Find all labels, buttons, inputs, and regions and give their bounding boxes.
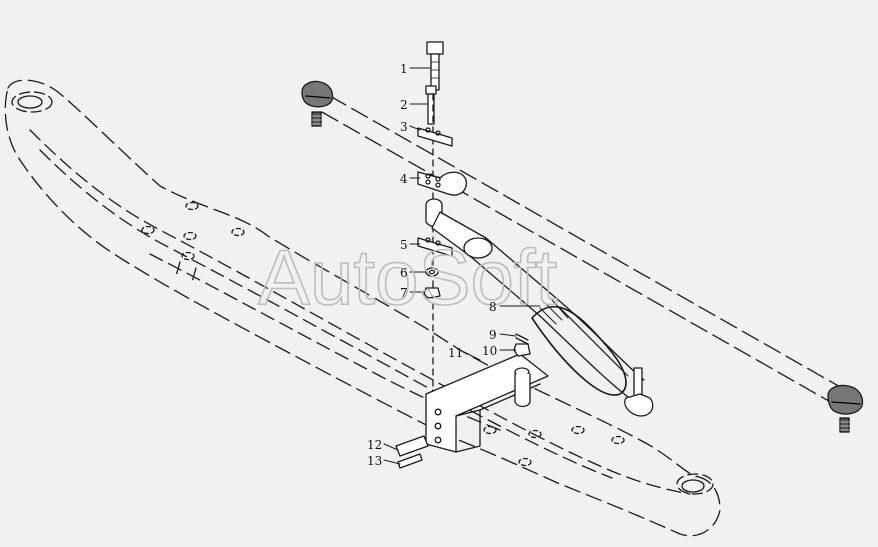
callout-13: 13 xyxy=(367,454,382,468)
tie-rod xyxy=(301,80,864,433)
callout-10: 10 xyxy=(482,344,497,358)
left-tie-rod-end xyxy=(301,80,334,127)
callout-12: 12 xyxy=(367,438,382,452)
clamp-4 xyxy=(417,171,467,196)
callout-6: 6 xyxy=(400,266,408,280)
bolt-12 xyxy=(395,435,429,457)
bracket-5 xyxy=(417,237,453,257)
power-cylinder-8 xyxy=(425,198,654,417)
callout-3: 3 xyxy=(400,120,408,134)
callout-4: 4 xyxy=(400,172,408,186)
right-tie-rod-end xyxy=(827,384,864,433)
callout-8: 8 xyxy=(489,300,497,314)
callout-5: 5 xyxy=(400,238,408,252)
cotter-pin-9 xyxy=(515,333,529,345)
nut-7 xyxy=(423,287,441,299)
bracket-3 xyxy=(417,127,453,147)
callout-11: 11 xyxy=(448,346,463,360)
washer-6 xyxy=(425,267,439,277)
front-axle-beam xyxy=(4,79,721,537)
callout-2: 2 xyxy=(400,98,408,112)
bolt-2 xyxy=(425,85,437,125)
watermark-text: AutoSoft xyxy=(258,233,558,321)
callout-1: 1 xyxy=(400,62,408,76)
callout-9: 9 xyxy=(489,328,497,342)
callout-7: 7 xyxy=(400,286,408,300)
leader-lines xyxy=(383,67,541,465)
castle-nut-10 xyxy=(513,343,531,357)
bolt-13 xyxy=(397,453,423,469)
